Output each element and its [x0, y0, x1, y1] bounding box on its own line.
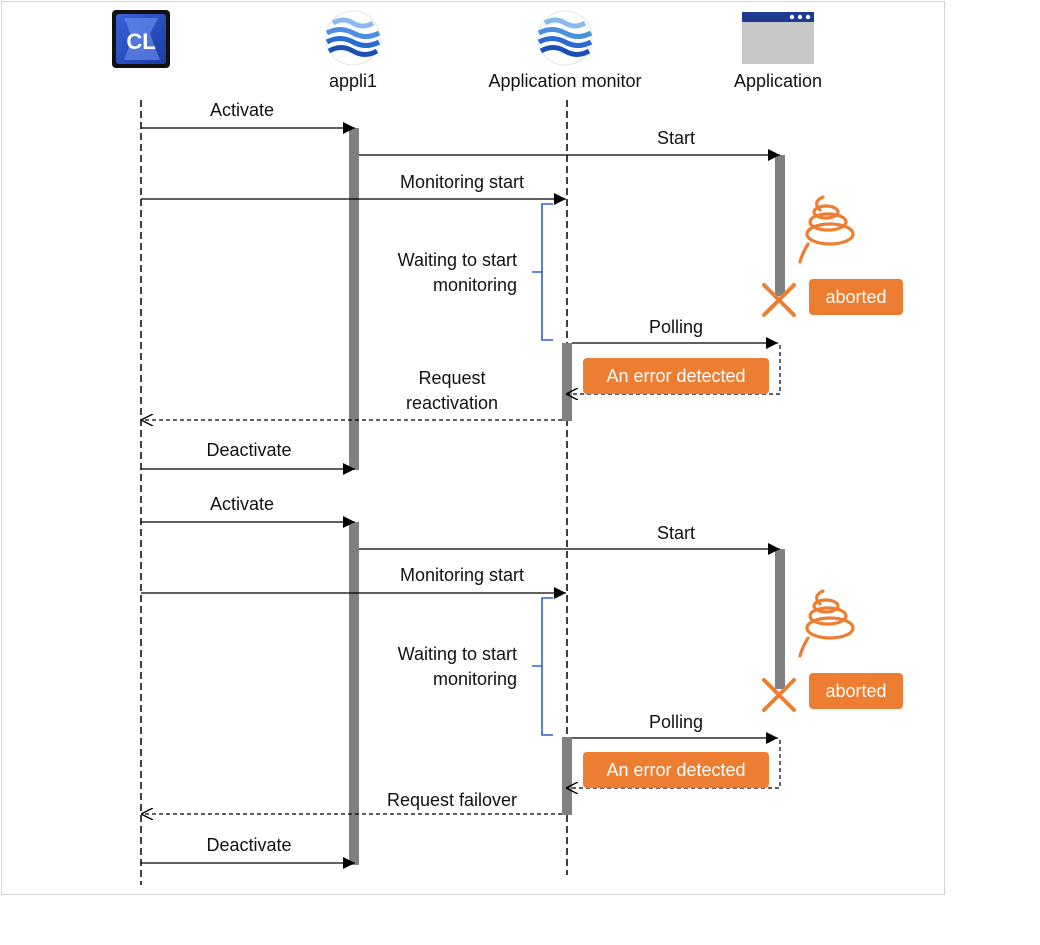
monitor-resource-icon — [537, 10, 593, 66]
crash-spiral-icon — [798, 589, 855, 658]
waiting-bracket-2 — [532, 597, 553, 736]
aborted-badge-2: aborted — [809, 673, 903, 709]
monitor-activation-1 — [562, 343, 572, 421]
application-activation-1 — [775, 155, 785, 296]
polling-return-arrow-2 — [566, 740, 781, 788]
cluster-icon-text: CL — [126, 29, 155, 54]
waiting-label-2b: monitoring — [432, 669, 517, 689]
polling-return-arrow-1 — [566, 345, 781, 394]
start-label-1: Start — [656, 128, 696, 148]
error-badge-2: An error detected — [583, 752, 769, 788]
polling-label-2: Polling — [648, 712, 704, 732]
appli1-resource-icon — [325, 10, 381, 66]
abort-x-icon — [762, 678, 796, 712]
waiting-label-1b: monitoring — [432, 275, 517, 295]
cluster-icon: CL — [112, 10, 170, 68]
request-failover-label: Request failover — [386, 790, 518, 810]
appli1-activation-2 — [349, 522, 359, 865]
monitoring-start-label-1: Monitoring start — [399, 172, 525, 192]
application-activation-2 — [775, 549, 785, 689]
request-reactivation-label-b: reactivation — [405, 393, 499, 413]
start-label-2: Start — [656, 523, 696, 543]
waiting-bracket-1 — [532, 203, 553, 341]
participant-appli1-label: appli1 — [328, 71, 378, 91]
request-reactivation-label-a: Request — [418, 368, 486, 388]
abort-x-icon — [762, 283, 796, 317]
deactivate-label-2: Deactivate — [206, 835, 292, 855]
aborted-badge-1: aborted — [809, 279, 903, 315]
diagram-frame — [1, 1, 945, 895]
waiting-label-1a: Waiting to start — [397, 250, 517, 270]
waiting-label-2a: Waiting to start — [397, 644, 517, 664]
activate-label-1: Activate — [209, 100, 275, 120]
monitor-activation-2 — [562, 737, 572, 815]
application-window-icon — [742, 12, 814, 64]
participant-application-label: Application — [733, 71, 823, 91]
participant-monitor-label: Application monitor — [488, 71, 642, 91]
crash-spiral-icon — [798, 195, 855, 264]
polling-label-1: Polling — [648, 317, 704, 337]
monitoring-start-label-2: Monitoring start — [399, 565, 525, 585]
error-badge-1: An error detected — [583, 358, 769, 394]
appli1-activation-1 — [349, 128, 359, 470]
activate-label-2: Activate — [209, 494, 275, 514]
deactivate-label-1: Deactivate — [206, 440, 292, 460]
